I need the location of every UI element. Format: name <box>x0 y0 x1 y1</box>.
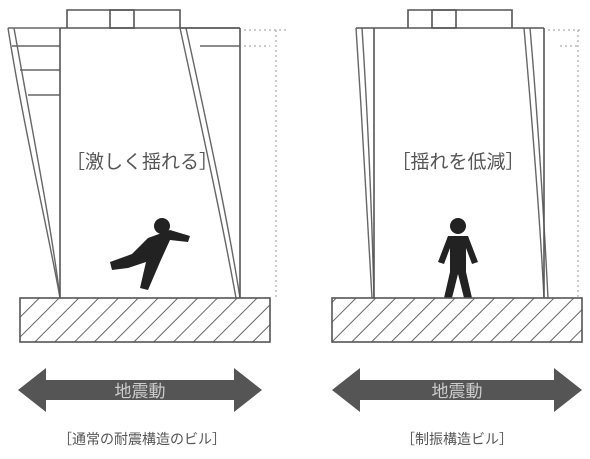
left-motion-label: ［激しく揺れる］ <box>66 151 218 173</box>
left-seismic-arrow: 地震動 <box>18 368 262 412</box>
left-roof-structure <box>66 9 181 29</box>
standing-person-icon <box>438 218 478 298</box>
left-building <box>59 27 241 298</box>
right-roof-structure <box>407 9 513 29</box>
right-seismic-arrow: 地震動 <box>332 368 582 412</box>
left-caption: ［通常の耐震構造のビル］ <box>58 432 226 448</box>
left-sway-curves <box>7 27 241 299</box>
right-guide-lines <box>548 29 582 298</box>
right-ground <box>331 297 583 343</box>
right-sway-curves <box>355 27 549 299</box>
right-panel: ［揺れを低減］ 地震動 ［制振構造ビル］ <box>331 9 583 448</box>
left-ground <box>19 297 271 343</box>
left-guide-lines <box>244 29 286 298</box>
right-motion-label: ［揺れを低減］ <box>391 151 524 173</box>
falling-person-icon <box>110 218 190 290</box>
right-arrow-label: 地震動 <box>432 382 483 402</box>
left-arrow-label: 地震動 <box>115 382 166 402</box>
right-caption: ［制振構造ビル］ <box>401 432 513 448</box>
left-panel: ［激しく揺れる］ 地震動 ［通常の耐震構造のビル］ <box>7 9 286 448</box>
right-building <box>356 27 545 298</box>
